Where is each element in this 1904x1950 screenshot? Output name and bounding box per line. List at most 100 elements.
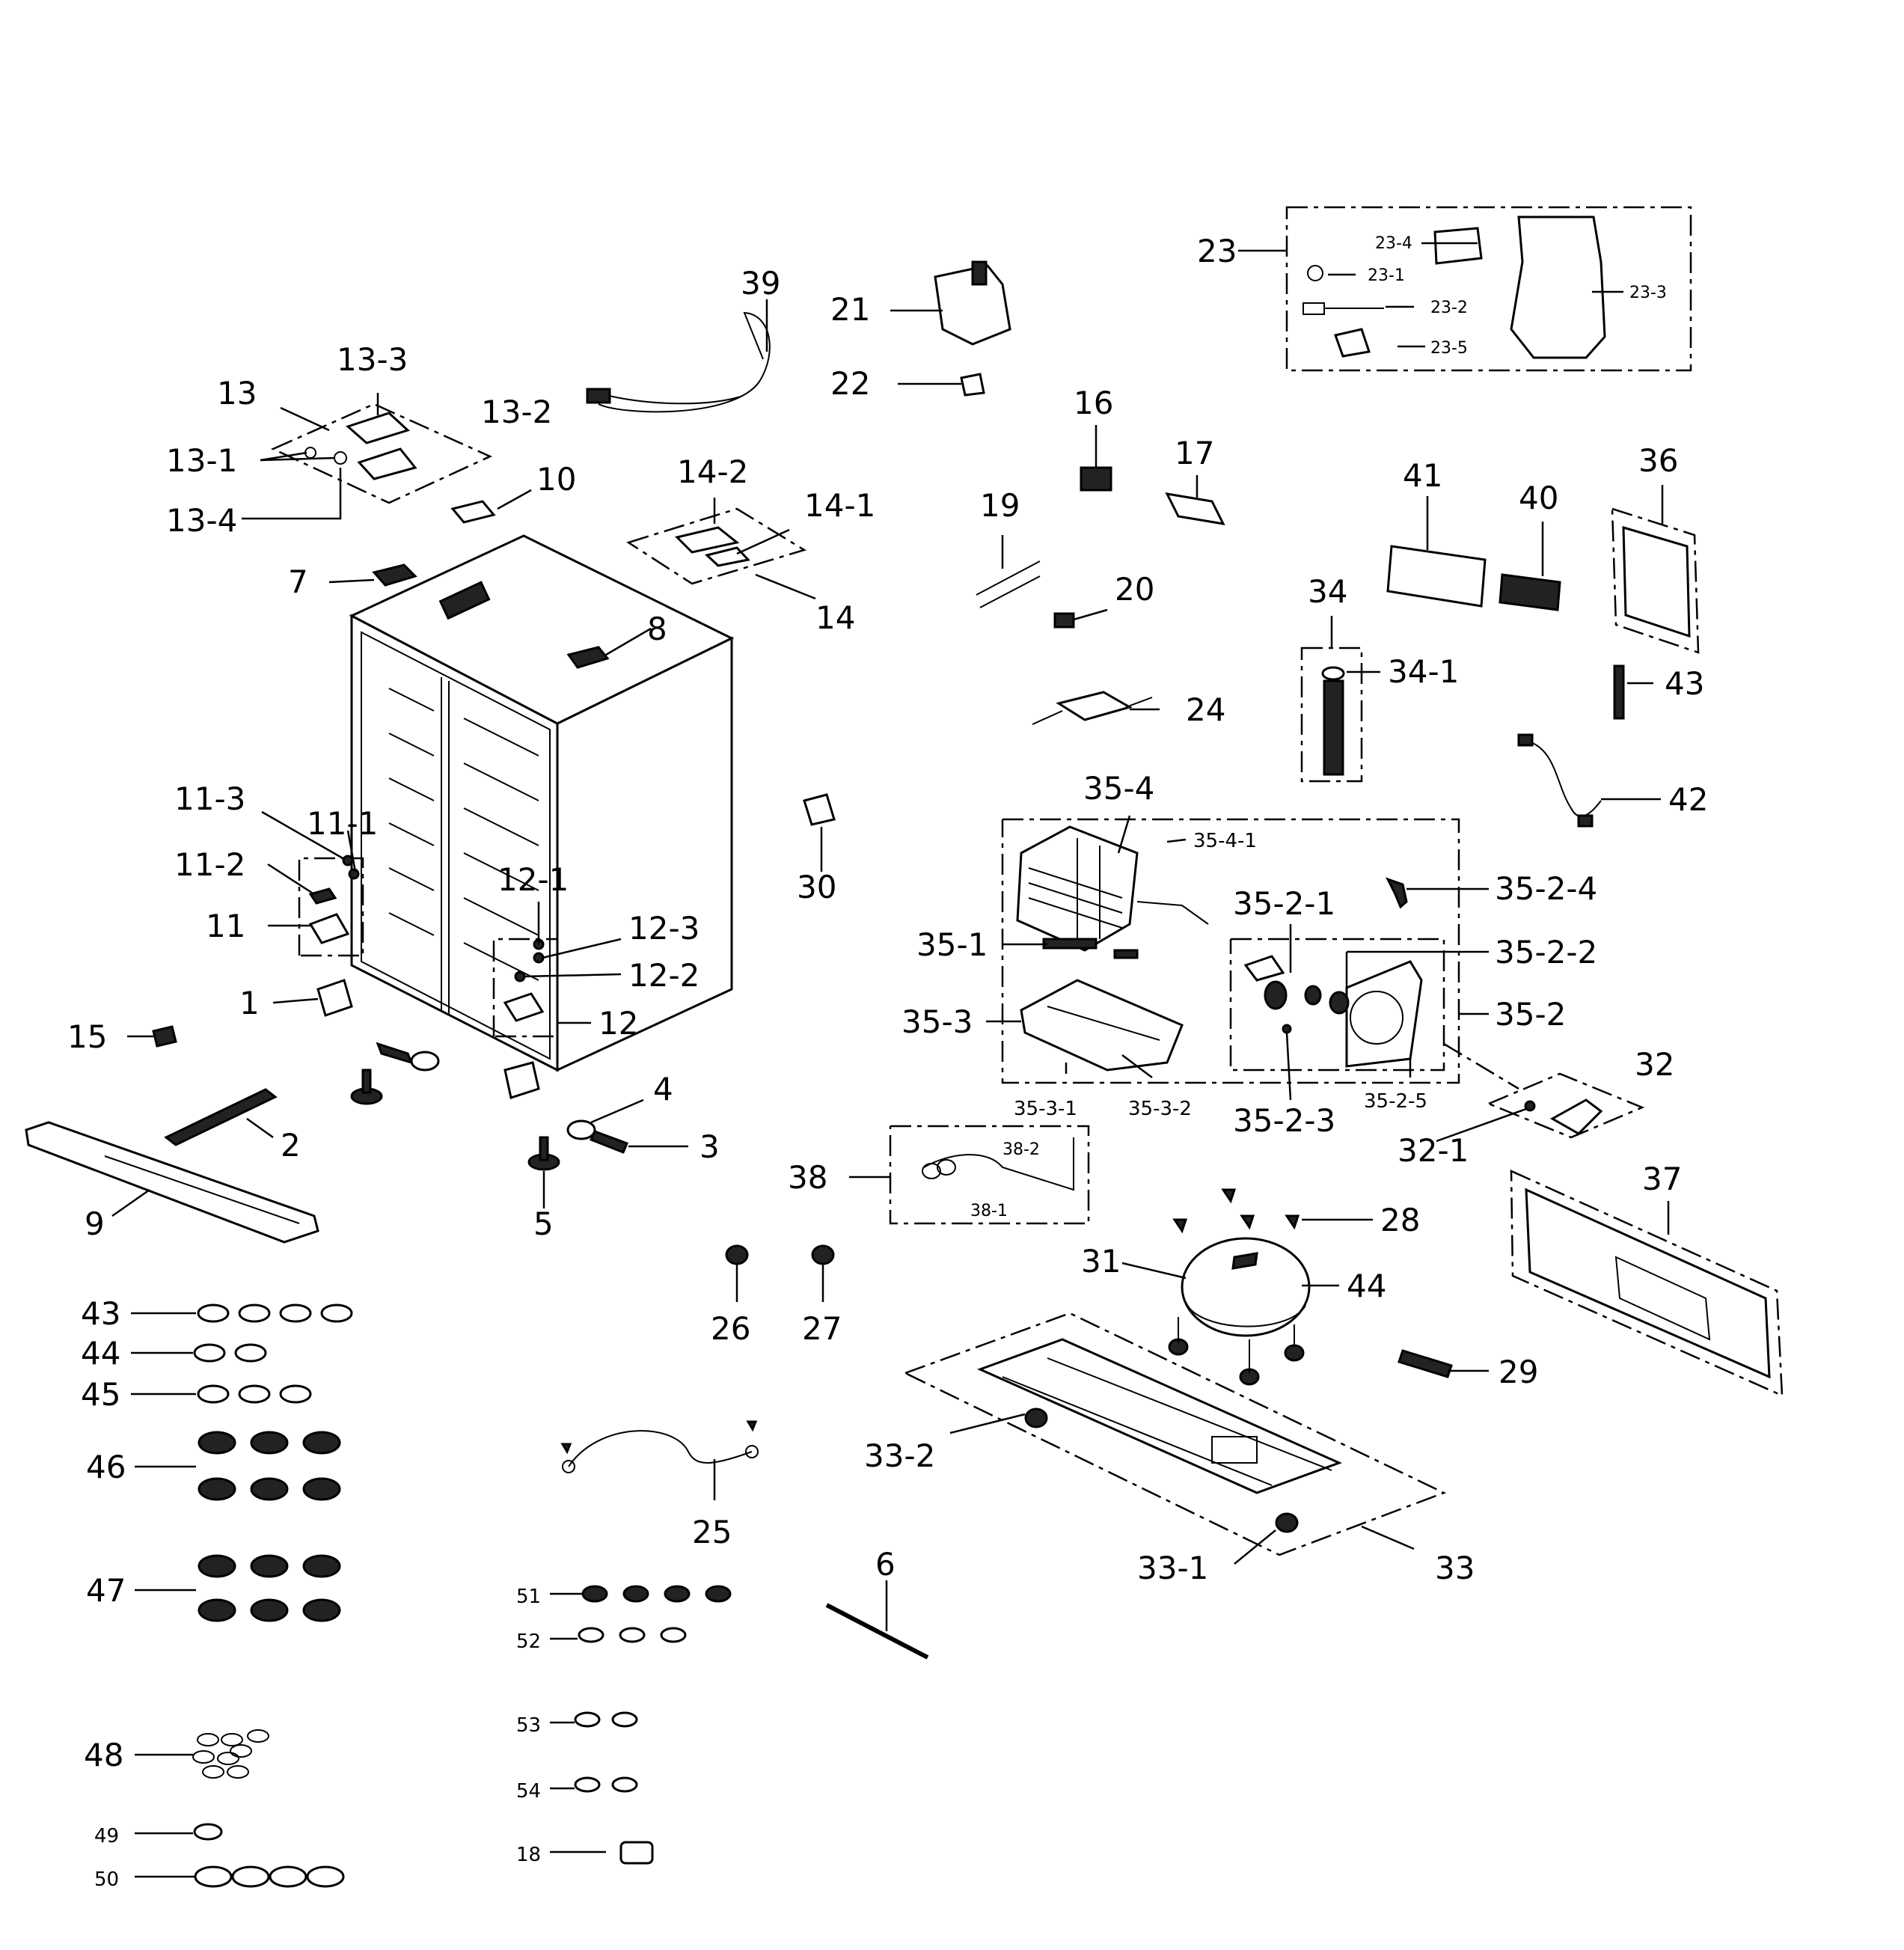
callout-23-4: 23-4	[1375, 234, 1412, 253]
screw-row-52	[578, 1627, 687, 1643]
callout-11: 11	[206, 908, 245, 944]
callout-29: 29	[1499, 1354, 1538, 1390]
callout-13-4: 13-4	[166, 502, 237, 539]
callout-15: 15	[67, 1018, 107, 1055]
callout-19: 19	[980, 487, 1020, 524]
callout-23-1: 23-1	[1368, 266, 1405, 285]
part-37-cover	[1510, 1170, 1784, 1397]
part-35-4-coil	[1016, 825, 1139, 952]
screw-row-48	[192, 1729, 269, 1779]
callout-45: 45	[81, 1376, 120, 1413]
callout-7: 7	[288, 563, 308, 600]
part-35-2-subgroup	[1229, 938, 1445, 1072]
callout-35-3-1: 35-3-1	[1014, 1098, 1077, 1120]
callout-46: 46	[86, 1449, 126, 1485]
callout-32: 32	[1635, 1046, 1674, 1083]
part-38-group	[889, 1125, 1090, 1225]
part-19-tube	[976, 560, 1041, 608]
callout-35-3: 35-3	[902, 1003, 973, 1040]
part-spring-left	[376, 1042, 440, 1072]
callout-17: 17	[1175, 435, 1214, 471]
callout-35-1: 35-1	[916, 926, 988, 963]
cabinet-shelves	[388, 688, 539, 981]
callout-11-3: 11-3	[174, 780, 245, 817]
part-25-wire	[560, 1420, 759, 1473]
callout-4: 4	[653, 1071, 673, 1107]
callout-24: 24	[1186, 691, 1225, 728]
part-27-grommet	[811, 1244, 835, 1265]
part-11-group	[298, 855, 364, 957]
callout-8: 8	[647, 611, 667, 647]
callout-43-top: 43	[1665, 665, 1704, 702]
callout-13: 13	[217, 375, 257, 412]
callout-27: 27	[802, 1310, 842, 1347]
callout-28: 28	[1380, 1202, 1420, 1238]
callout-12-1: 12-1	[498, 861, 569, 898]
callout-49: 49	[94, 1825, 119, 1847]
part-8-hinge	[566, 646, 610, 669]
cabinet-body	[349, 534, 735, 1072]
callout-26: 26	[711, 1310, 750, 1347]
callout-36: 36	[1638, 442, 1678, 479]
screw-row-53	[574, 1711, 638, 1728]
callout-40: 40	[1519, 480, 1558, 516]
callout-35-2-2: 35-2-2	[1495, 934, 1597, 971]
part-13-group	[270, 403, 493, 504]
part-39-harness	[586, 311, 771, 413]
callout-11-2: 11-2	[174, 846, 245, 883]
screw-row-46	[198, 1431, 341, 1501]
callout-38-1: 38-1	[970, 1202, 1008, 1220]
callout-34: 34	[1308, 573, 1347, 610]
callout-6: 6	[875, 1546, 896, 1583]
callout-13-3: 13-3	[337, 341, 408, 378]
callout-18: 18	[516, 1844, 541, 1866]
callout-39: 39	[741, 265, 780, 302]
callout-16: 16	[1074, 385, 1113, 421]
part-16-clip	[1080, 466, 1112, 492]
callout-3: 3	[700, 1128, 720, 1165]
callout-35-3-2: 35-3-2	[1128, 1098, 1192, 1120]
part-bracket-right	[503, 1061, 540, 1099]
callout-38: 38	[788, 1159, 827, 1196]
screw-row-49	[193, 1823, 223, 1841]
part-3-pin	[589, 1130, 628, 1154]
callout-42: 42	[1668, 781, 1708, 818]
callout-labels: 13-3 13 13-2 13-1 13-4 10 7 8 39 21 22 1…	[67, 233, 1708, 1891]
leader-lines	[111, 242, 1670, 1878]
part-1-bracket	[316, 979, 353, 1017]
part-2-strip	[164, 1088, 278, 1146]
callout-35-4: 35-4	[1083, 770, 1154, 807]
callout-12-3: 12-3	[628, 910, 700, 947]
screw-row-47	[198, 1554, 341, 1622]
callout-54: 54	[516, 1780, 541, 1803]
part-29-pin	[1398, 1349, 1453, 1378]
part-15-spring	[152, 1025, 177, 1048]
callout-43-hardware: 43	[81, 1295, 120, 1332]
screw-row-51	[581, 1585, 732, 1603]
callout-14-1: 14-1	[804, 487, 875, 524]
callout-11-1: 11-1	[307, 805, 378, 842]
part-36-panel	[1611, 507, 1700, 654]
part-41-board	[1386, 545, 1487, 608]
callout-33-1: 33-1	[1137, 1550, 1208, 1586]
callout-35-2-1: 35-2-1	[1233, 885, 1335, 922]
callout-35-4-1: 35-4-1	[1193, 830, 1257, 852]
callout-5: 5	[533, 1205, 554, 1242]
part-5-leveler-left	[350, 1069, 383, 1105]
part-18-cap	[619, 1841, 654, 1865]
callout-2: 2	[281, 1127, 301, 1164]
callout-33-2: 33-2	[864, 1437, 935, 1474]
part-34-group	[1300, 647, 1363, 783]
part-4-roller	[566, 1119, 596, 1140]
screw-row-45	[197, 1384, 312, 1404]
callout-30: 30	[797, 869, 836, 905]
part-42-wire	[1517, 733, 1602, 828]
part-24-heater	[1032, 691, 1153, 725]
callout-20: 20	[1115, 571, 1154, 608]
part-26-grommet	[725, 1244, 749, 1265]
part-28-bolts	[1172, 1188, 1300, 1234]
callout-48: 48	[84, 1737, 123, 1773]
screw-row-50	[194, 1865, 345, 1888]
callout-14-2: 14-2	[677, 453, 748, 490]
callout-22: 22	[830, 365, 870, 402]
